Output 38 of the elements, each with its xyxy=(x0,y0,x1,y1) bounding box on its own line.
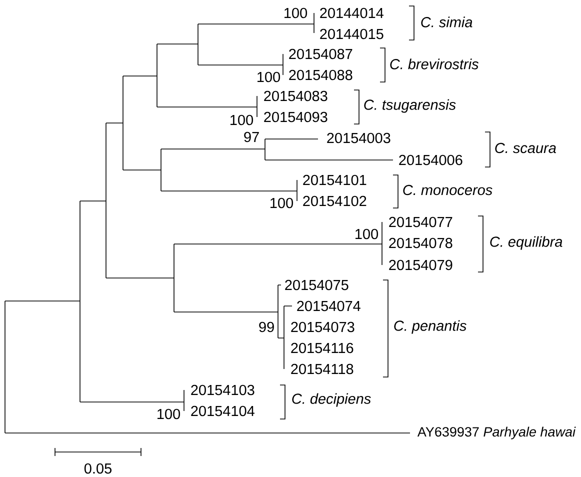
bootstrap-value: 100 xyxy=(230,114,254,126)
taxon-label: 20154083 xyxy=(264,90,328,102)
taxon-label: 20154116 xyxy=(291,342,354,354)
species-label: C. equilibra xyxy=(490,236,562,250)
bootstrap-value: 99 xyxy=(259,322,274,332)
species-label: C. tsugarensis xyxy=(364,99,456,113)
taxon-label: 20154118 xyxy=(291,364,354,374)
bootstrap-value: 100 xyxy=(270,198,294,208)
taxon-label: 20154104 xyxy=(191,406,254,416)
taxon-label: 20144015 xyxy=(320,28,384,40)
taxon-label: 20154087 xyxy=(289,48,352,60)
species-label: C. brevirostris xyxy=(390,58,479,70)
taxon-label: 20154088 xyxy=(289,70,352,80)
species-label: C. simia xyxy=(421,16,472,28)
taxon-label: 20154075 xyxy=(285,280,348,290)
bootstrap-value: 100 xyxy=(284,8,308,18)
bootstrap-value: 100 xyxy=(356,228,378,240)
taxon-label: 20154003 xyxy=(327,132,390,144)
taxon-label: 20154078 xyxy=(389,238,452,248)
bootstrap-value: 100 xyxy=(258,72,280,82)
species-label: C. monoceros xyxy=(403,184,492,196)
taxon-label: 20154077 xyxy=(389,216,452,228)
taxon-label: 20154006 xyxy=(399,154,462,166)
taxon-label: 20154102 xyxy=(303,196,366,206)
taxon-label: 20154093 xyxy=(264,112,328,122)
taxon-label: 20154079 xyxy=(389,260,452,270)
bootstrap-value: 97 xyxy=(244,132,259,142)
species-label: C. penantis xyxy=(394,320,466,334)
taxon-label: AY639937 Parhyale hawai xyxy=(417,426,576,440)
taxon-label: 20144014 xyxy=(320,8,384,18)
scale-label: 0.05 xyxy=(84,463,112,474)
taxon-label: 20154103 xyxy=(191,384,254,396)
bootstrap-value: 100 xyxy=(158,408,180,420)
taxon-label: 20154073 xyxy=(291,322,354,332)
taxon-label: 20154074 xyxy=(297,300,360,312)
species-label: C. decipiens xyxy=(292,393,371,407)
taxon-label: 20154101 xyxy=(303,174,366,186)
species-label: C. scaura xyxy=(495,142,556,154)
